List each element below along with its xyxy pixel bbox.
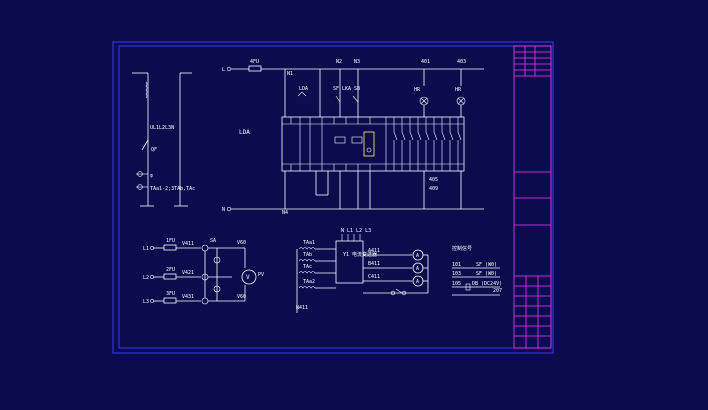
meter-tag: PV <box>258 272 264 278</box>
transmitter-module <box>335 240 364 284</box>
lamp-1-label: HR <box>414 87 421 93</box>
node-tag: N3 <box>354 59 360 65</box>
ammeter-label: A <box>416 253 419 259</box>
ct-tag: ȹ <box>150 173 153 179</box>
row-tag-end: 207 <box>493 288 502 294</box>
node-tag: N2 <box>336 59 342 65</box>
signal-row: SF (W0) <box>476 271 497 277</box>
line-l3-label: L3 <box>143 299 149 305</box>
module-top-tags: N L1 L2 L3 <box>341 228 371 234</box>
cable-tag: 405 <box>429 177 438 183</box>
terminal-row-bottom <box>290 164 459 171</box>
ct-a2: TAa2 <box>303 279 315 285</box>
bus-label: UL1L2L3N <box>150 125 174 131</box>
tag-v60b: V60 <box>237 294 246 300</box>
outer-frame <box>112 41 554 354</box>
fuse-1fu: 1FU <box>166 238 175 244</box>
left-section: UL1L2L3N QF TAa1-2;3TAb,TAc ȹ <box>132 72 195 207</box>
fuse-label: 4FU <box>250 59 259 65</box>
right-section: 控制信号 101 103 105 SF (W0) SF (W0) DB (DC2… <box>452 245 502 296</box>
voltmeter-icon <box>241 269 257 285</box>
ct-b: TAb <box>303 252 312 258</box>
module-label: Y1 电流变送器 <box>343 251 377 258</box>
title-block <box>513 45 552 349</box>
lamp-2-label: HR <box>455 87 462 93</box>
row-tag: 101 <box>452 262 461 268</box>
fuse-2fu: 2FU <box>166 267 175 273</box>
relay-label: LDA <box>299 86 308 92</box>
cable-tag: 403 <box>457 59 466 65</box>
row-tag: 103 <box>452 271 461 277</box>
tag-v431: V431 <box>182 294 194 300</box>
out-b411: B411 <box>368 261 380 267</box>
terminal-row-top <box>290 117 459 124</box>
signal-row: DB (DC24V) <box>472 281 502 287</box>
ammeter-label: A <box>416 266 419 272</box>
meter-switch-label: SA <box>210 238 216 244</box>
relay-box-label: LDA <box>239 129 250 136</box>
right-title: 控制信号 <box>452 245 472 252</box>
line-l1-label: L1 <box>143 246 149 252</box>
tag-v411: V411 <box>182 241 194 247</box>
current-section: TAa1 TAb TAc TAa2 N411 Y1 电流变送器 N L1 L2 … <box>296 228 429 313</box>
top-control-circuit: L 4FU N N1 N2 N3 401 403 LDA LDA SF LKA … <box>222 59 484 216</box>
node-tag: N1 <box>287 71 293 77</box>
row-tag: 105 <box>452 281 461 287</box>
ct-a1: TAa1 <box>303 240 315 246</box>
switch-label: SF LKA <box>333 86 351 92</box>
switch-label-2: SB <box>354 86 360 92</box>
ammeter-label: A <box>416 279 419 285</box>
fuse-3fu: 3FU <box>166 291 175 297</box>
out-a411: A411 <box>368 248 380 254</box>
voltmeter-glyph: V <box>246 274 250 281</box>
line-l-label: L <box>222 67 225 73</box>
ct-label: TAa1-2;3TAb,TAc <box>150 186 195 192</box>
relay-unit-box <box>281 116 465 172</box>
node-tag: N4 <box>282 210 288 216</box>
breaker-label: QF <box>151 147 157 153</box>
internal-contacts <box>309 124 462 164</box>
signal-row: SF (W0) <box>476 262 497 268</box>
ground-tag: N411 <box>296 305 308 311</box>
voltage-section: L1 1FU V411 L2 2FU V421 L3 3FU V431 <box>143 238 264 305</box>
out-c411: C411 <box>368 274 380 280</box>
tag-v421: V421 <box>182 270 194 276</box>
cable-tag: 401 <box>421 59 430 65</box>
meter-out-label: V60 <box>237 240 246 246</box>
line-l2-label: L2 <box>143 275 149 281</box>
cable-tag: 409 <box>429 186 438 192</box>
line-n-label: N <box>222 207 225 213</box>
ct-c: TAc <box>303 264 312 270</box>
